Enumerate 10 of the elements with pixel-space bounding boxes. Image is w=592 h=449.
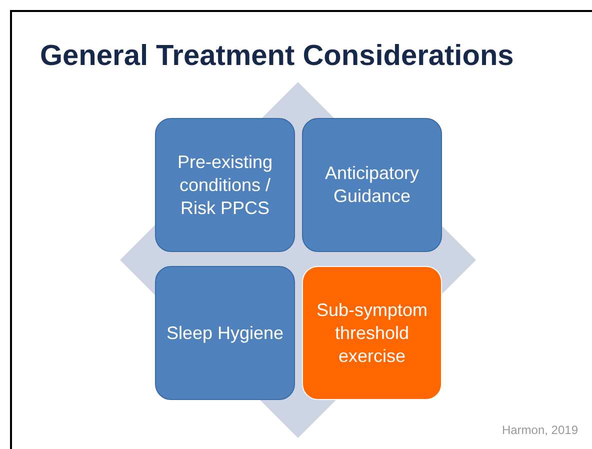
- rounded-box: [302, 266, 442, 400]
- rounded-box: [155, 118, 295, 252]
- box-text: Sub-symptom threshold exercise: [315, 298, 429, 368]
- rounded-box: [155, 266, 295, 400]
- box-text: Sleep Hygiene: [166, 322, 284, 344]
- slide-title: General Treatment Considerations: [40, 40, 514, 73]
- box-text: Anticipatory Guidance: [324, 162, 420, 208]
- citation: Harmon, 2019: [502, 423, 578, 437]
- rounded-box: [302, 118, 442, 252]
- box-text: Pre-existing conditions / Risk PPCS: [176, 150, 274, 220]
